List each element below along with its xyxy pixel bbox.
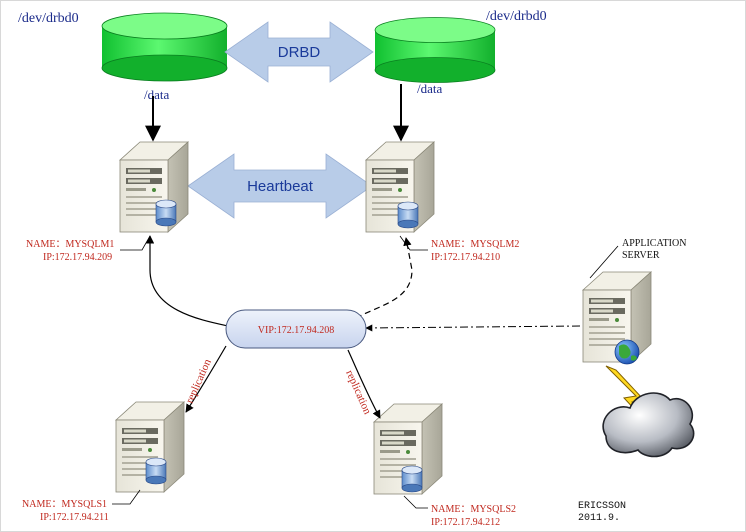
- app-callout-line: [589, 245, 619, 279]
- disk-icon: [101, 12, 228, 82]
- server-application: [582, 271, 652, 365]
- drbd-arrow: DRBD: [224, 21, 374, 83]
- replication-left-label: replication: [184, 357, 214, 405]
- vip-node: VIP:172.17.94.208: [225, 309, 367, 349]
- mysqls2-ip: IP:172.17.94.212: [431, 517, 500, 528]
- mysqlm1-name: NAME：MYSQLM1: [26, 239, 114, 250]
- server-mysqls2: [373, 403, 443, 495]
- app-label-line1: APPLICATION: [622, 238, 686, 249]
- app-to-vip-line: [365, 324, 581, 332]
- drbd-label: DRBD: [278, 44, 321, 61]
- heartbeat-label: Heartbeat: [247, 178, 314, 195]
- mysqlm2-callout: [399, 235, 428, 251]
- mysqlm1-ip: IP:172.17.94.209: [43, 252, 112, 263]
- mysqlm2-name: NAME：MYSQLM2: [431, 239, 519, 250]
- server-icon: [119, 141, 189, 233]
- mysqlm2-ip: IP:172.17.94.210: [431, 252, 500, 263]
- disk-left-label: /dev/drbd0: [18, 11, 79, 26]
- mysqlm1-callout: [120, 235, 151, 251]
- signature-line1: ERICSSON: [578, 501, 626, 512]
- mount-left-label: /data: [144, 87, 169, 102]
- replication-left-line: [185, 345, 227, 413]
- heartbeat-arrow: Heartbeat: [187, 153, 373, 219]
- mount-right-label: /data: [417, 81, 442, 96]
- globe-icon: [614, 339, 640, 365]
- cloud-icon: [602, 392, 695, 458]
- server-mysqlm1: [119, 141, 189, 233]
- mysqls1-name: NAME：MYSQLS1: [22, 499, 107, 510]
- signature-line2: 2011.9.: [578, 513, 620, 524]
- mysqls2-callout: [403, 495, 428, 509]
- vip-to-mysqlm1-line: [145, 235, 229, 327]
- database-icon: [397, 201, 419, 229]
- server-mysqls1: [115, 401, 185, 493]
- database-icon: [401, 465, 423, 493]
- mysqls1-ip: IP:172.17.94.211: [40, 512, 109, 523]
- replication-right-label: replication: [343, 368, 373, 416]
- mysqls2-name: NAME：MYSQLS2: [431, 504, 516, 515]
- disk-left: [101, 12, 228, 82]
- app-label-line2: SERVER: [622, 250, 660, 261]
- disk-right: [374, 17, 496, 83]
- disk-right-label: /dev/drbd0: [486, 9, 547, 24]
- vip-label: VIP:172.17.94.208: [258, 325, 334, 336]
- database-icon: [155, 199, 177, 227]
- mysqls1-callout: [112, 489, 141, 505]
- vip-to-mysqlm2-line: [355, 237, 413, 319]
- database-icon: [145, 457, 167, 485]
- replication-right-line: [347, 349, 381, 419]
- disk-icon: [374, 17, 496, 83]
- server-mysqlm2: [365, 141, 435, 233]
